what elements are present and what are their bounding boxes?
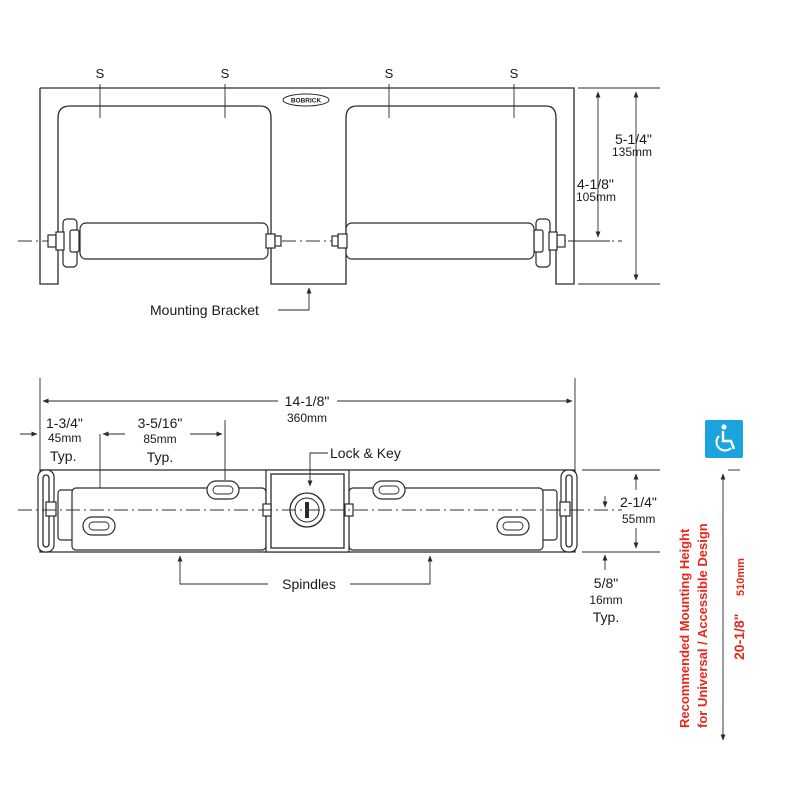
edge-offset-metric: 45mm — [48, 431, 81, 445]
edge-offset-imperial: 1-3/4" — [46, 415, 83, 431]
right-spindle — [331, 218, 566, 268]
mounting-height-metric: 510mm — [735, 558, 747, 596]
front-view: 14-1/8" 360mm 1-3/4" 45mm Typ. 3-5/16" 8… — [18, 378, 660, 625]
spindle-offset-typ: Typ. — [593, 609, 619, 625]
height-imperial: 5-1/4" — [615, 131, 652, 147]
left-spindle — [47, 218, 282, 268]
mounting-slots — [82, 480, 530, 536]
left-end-cap — [37, 469, 75, 553]
mounting-bracket-leader — [278, 287, 312, 311]
mounting-note-line1: Recommended Mounting Height — [677, 528, 692, 728]
slot-spacing-imperial: 3-5/16" — [138, 415, 183, 431]
center-imperial: 4-1/8" — [577, 176, 614, 192]
wheelchair-icon — [705, 420, 743, 458]
overall-width-imperial: 14-1/8" — [285, 393, 330, 409]
center-metric: 105mm — [576, 190, 616, 204]
mounting-bracket-label: Mounting Bracket — [150, 302, 259, 318]
mounting-height: Recommended Mounting Height for Universa… — [677, 420, 747, 741]
lock-key-label: Lock & Key — [330, 445, 401, 461]
overall-width-metric: 360mm — [287, 411, 327, 425]
screw-label: S — [96, 66, 105, 81]
depth-imperial: 2-1/4" — [620, 494, 657, 510]
depth-metric: 55mm — [622, 512, 655, 526]
lock-key-leader — [307, 452, 328, 487]
right-end-cap — [540, 469, 578, 553]
top-view: S S S S BOBRICK — [18, 66, 660, 318]
spindle-offset-imperial: 5/8" — [594, 575, 618, 591]
left-cavity — [57, 105, 557, 285]
slot-spacing-typ: Typ. — [147, 449, 173, 465]
screw-label: S — [385, 66, 394, 81]
slot-spacing-metric: 85mm — [143, 432, 176, 446]
brand-logo: BOBRICK — [282, 93, 330, 107]
screw-label: S — [221, 66, 230, 81]
height-metric: 135mm — [612, 145, 652, 159]
edge-offset-typ: Typ. — [50, 448, 76, 464]
spindles-label: Spindles — [282, 576, 336, 592]
screw-markers — [99, 84, 515, 118]
spindle-offset-metric: 16mm — [589, 593, 622, 607]
mounting-note-line2: for Universal / Accessible Design — [695, 523, 710, 728]
housing-outline — [39, 87, 575, 285]
screw-label: S — [510, 66, 519, 81]
svg-text:BOBRICK: BOBRICK — [291, 98, 322, 105]
mounting-height-imperial: 20-1/8" — [731, 614, 747, 660]
